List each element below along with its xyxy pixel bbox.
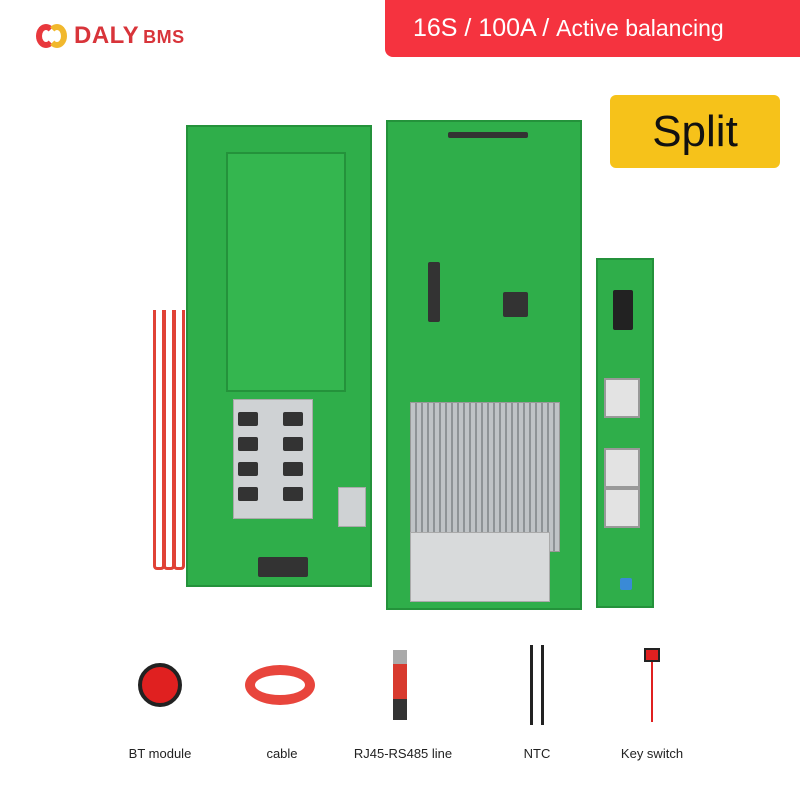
spec-banner: 16S / 100A / Active balancing — [385, 0, 800, 57]
usb-cable-icon — [340, 640, 460, 730]
accessory-label: cable — [266, 746, 298, 761]
communication-board — [596, 258, 654, 608]
accessory-label: Key switch — [620, 746, 684, 761]
temperature-sensor-icon — [477, 640, 597, 730]
bluetooth-module-icon — [100, 640, 220, 730]
rj45-port[interactable] — [604, 448, 640, 488]
heatsink — [410, 402, 560, 552]
split-badge: Split — [610, 95, 780, 168]
bms-power-board — [386, 120, 582, 610]
daly-logo-icon — [36, 24, 68, 48]
accessory-label: NTC — [523, 746, 551, 761]
rj45-port[interactable] — [604, 488, 640, 528]
rj45-port[interactable] — [604, 378, 640, 418]
accessory-label: RJ45-RS485 line — [353, 746, 453, 761]
daly-module — [410, 532, 550, 602]
feature-text: Active balancing — [556, 15, 724, 41]
key-switch-icon — [592, 640, 712, 730]
bms-main-board — [186, 125, 372, 587]
ribbon-cable-icon — [220, 640, 340, 730]
spec-text: 16S / 100A / — [413, 14, 550, 42]
accessory-label: BT module — [128, 746, 192, 761]
mcu-chip — [503, 292, 528, 317]
control-board — [226, 152, 346, 392]
